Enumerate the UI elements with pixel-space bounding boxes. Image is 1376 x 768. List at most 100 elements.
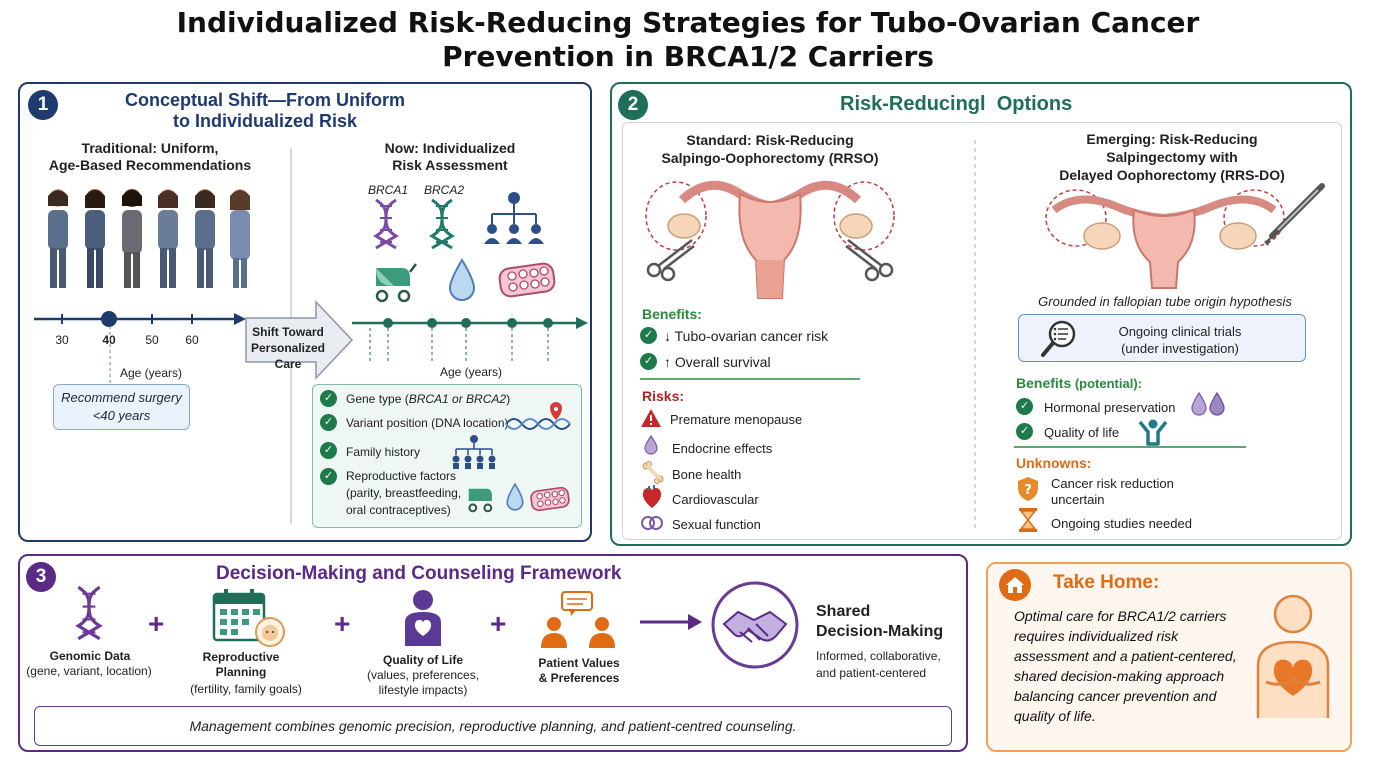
recommend-line-1: Recommend surgery — [61, 390, 182, 405]
values-title-line-1: Patient Values — [538, 656, 620, 670]
check-icon: ✓ — [320, 442, 337, 459]
repro-title-line-2: Planning — [215, 665, 267, 679]
woman-figure-6 — [230, 189, 250, 288]
check-icon: ✓ — [640, 353, 657, 370]
benefit-hormonal-preservation: Hormonal preservation — [1044, 400, 1176, 415]
dna-genomic-icon — [75, 585, 103, 641]
panel-3-heading: Decision-Making and Counseling Framework — [216, 563, 622, 584]
repro-title-line-1: Reproductive — [202, 650, 280, 664]
svg-text:?: ? — [1024, 483, 1032, 498]
unknown-line-2: uncertain — [1051, 492, 1105, 507]
risks-label: Risks: — [642, 388, 685, 404]
shared-sub-line-1: Informed, collaborative, — [816, 649, 941, 663]
shared-dm-title: Shared Decision-Making — [816, 602, 943, 642]
droplet-small-icon — [506, 482, 524, 511]
emerging-line-2: Salpingectomy with — [1106, 149, 1238, 165]
stroller-icon — [375, 263, 417, 303]
panel-3-badge: 3 — [26, 562, 56, 592]
age-label-left: Age (years) — [120, 366, 183, 380]
pill-pack-small-icon — [530, 486, 570, 512]
shared-dm-sub: Informed, collaborative, and patient-cen… — [816, 648, 941, 682]
unknowns-label: Unknowns: — [1016, 455, 1092, 471]
check-icon: ✓ — [320, 414, 337, 431]
dna-location-icon — [505, 402, 571, 430]
now-heading: Now: Individualized Risk Assessment — [360, 140, 540, 174]
traditional-heading: Traditional: Uniform, Age-Based Recommen… — [40, 140, 260, 174]
tick-60: 60 — [185, 333, 199, 347]
dna-brca1-icon — [373, 198, 399, 250]
drop-icon — [644, 434, 658, 455]
bone-icon — [642, 461, 664, 484]
uterus-rrso-illustration — [645, 180, 895, 299]
shift-line-1: Shift Toward — [252, 325, 324, 339]
shift-line-2: Personalized Care — [250, 341, 326, 371]
recommend-surgery-box: Recommend surgery <40 years — [53, 384, 190, 430]
unknown-line-1: Cancer risk reduction — [1051, 476, 1174, 491]
check-icon: ✓ — [320, 468, 337, 485]
scissors-icon-left — [646, 239, 695, 282]
uterus-rrsdo-illustration — [1045, 183, 1325, 289]
repro-planning-sub: (fertility, family goals) — [190, 682, 302, 696]
options-inner-box — [622, 122, 1342, 540]
woman-figure-4 — [158, 189, 178, 288]
factor-gene-suffix: ) — [506, 392, 511, 406]
person-wellbeing-icon — [1138, 419, 1168, 446]
page-title: Individualized Risk-Reducing Strategies … — [0, 6, 1376, 74]
family-history-icon — [452, 435, 496, 469]
handshake-icon — [711, 581, 799, 669]
quality-of-life-title: Quality of Life — [382, 653, 463, 667]
risk-premature-menopause: Premature menopause — [670, 412, 803, 427]
benefits-potential-word: Benefits — [1016, 375, 1072, 391]
shift-arrow — [245, 300, 354, 380]
take-home-line-5: balancing cancer prevention and — [1014, 688, 1217, 704]
panel-1-badge: 1 — [28, 90, 58, 120]
standard-line-2: Salpingo-Oophorectomy (RRSO) — [661, 150, 879, 166]
factor-variant: Variant position (DNA location) — [346, 416, 509, 430]
management-summary-box: Management combines genomic precision, r… — [34, 706, 952, 746]
family-tree-icon — [484, 192, 544, 244]
home-icon — [999, 569, 1031, 601]
check-icon: ✓ — [640, 327, 657, 344]
linked-rings-icon — [641, 516, 663, 530]
check-icon: ✓ — [320, 390, 337, 407]
management-summary-text: Management combines genomic precision, r… — [189, 718, 797, 734]
grounded-hypothesis: Grounded in fallopian tube origin hypoth… — [1038, 294, 1292, 309]
hormone-drops-icon — [1191, 391, 1225, 416]
woman-figure-2 — [85, 189, 105, 288]
benefits-separator — [640, 378, 860, 380]
shield-question-icon: ? — [1018, 477, 1038, 501]
take-home-text: Optimal care for BRCA1/2 carriers requir… — [1014, 606, 1244, 726]
brca1-label: BRCA1 — [368, 183, 409, 197]
plus-sign-3: + — [490, 608, 507, 639]
dna-brca2-icon — [429, 198, 455, 250]
heart-organ-icon — [642, 485, 662, 508]
unknown-ongoing-studies: Ongoing studies needed — [1051, 516, 1192, 531]
take-home-heading: Take Home: — [1053, 572, 1160, 593]
age-label-right: Age (years) — [440, 365, 503, 379]
take-home-line-3: assessment and a patient-centered, — [1014, 648, 1237, 664]
woman-figure-1 — [48, 189, 68, 288]
factor-repro-line-2: (parity, breastfeeding, — [346, 486, 462, 500]
standard-heading: Standard: Risk-Reducing Salpingo-Oophore… — [640, 131, 900, 167]
risk-cardiovascular: Cardiovascular — [672, 492, 759, 507]
risk-bone-health: Bone health — [672, 467, 742, 482]
individualized-timeline — [352, 317, 588, 362]
risk-sexual-function: Sexual function — [672, 517, 761, 532]
person-heart-icon — [405, 590, 441, 646]
title-line-2: Prevention in BRCA1/2 Carriers — [442, 40, 934, 73]
patient-values-title: Patient Values & Preferences — [524, 656, 634, 686]
plus-sign-1: + — [148, 608, 165, 639]
recommend-line-2: <40 years — [92, 408, 151, 423]
benefits-potential-suffix: (potential): — [1071, 376, 1142, 391]
take-home-line-1: Optimal care for BRCA1/2 carriers — [1014, 608, 1227, 624]
factor-reproductive: Reproductive factors (parity, breastfeed… — [346, 468, 461, 519]
people-speech-icon — [541, 591, 615, 648]
age-40-marker — [101, 311, 117, 327]
surgical-instrument-icon — [1264, 183, 1325, 246]
woman-figure-5 — [195, 189, 215, 288]
panel-1-heading-line-2: to Individualized Risk — [172, 111, 358, 131]
benefit-overall-survival: ↑ Overall survival — [664, 354, 771, 370]
women-figures-illustration — [48, 189, 250, 288]
risk-endocrine: Endocrine effects — [672, 441, 773, 456]
factor-family-history: Family history — [346, 445, 421, 459]
